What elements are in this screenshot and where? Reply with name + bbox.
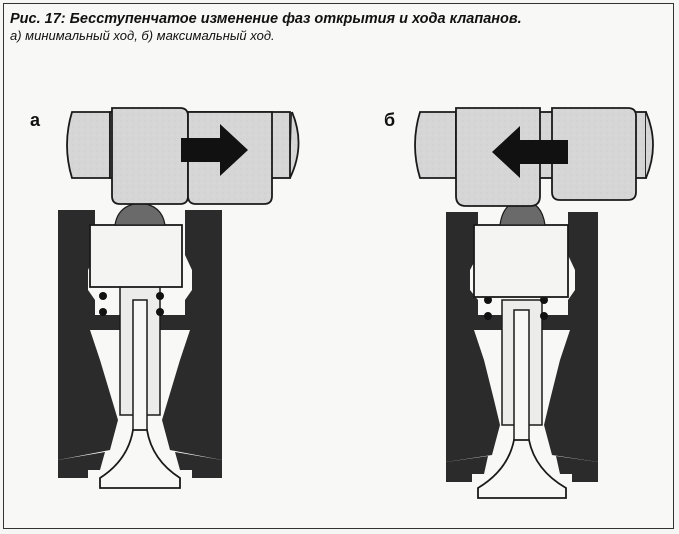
valve-head-a	[99, 429, 181, 489]
figure-title: Рис. 17: Бесступенчатое изменение фаз от…	[10, 11, 522, 27]
valve-spring-b	[484, 296, 548, 320]
valve-stem-b	[513, 309, 530, 446]
valve-head-b	[477, 439, 567, 499]
tappet-b	[473, 224, 569, 298]
cam-contact-a	[114, 202, 166, 226]
valve-stem-a	[132, 299, 148, 436]
shift-arrow-left	[492, 126, 568, 178]
shift-arrow-right	[181, 124, 248, 176]
tappet-a	[89, 224, 183, 288]
cylinder-head-a	[58, 210, 222, 478]
figure-caption: Рис. 17: Бесступенчатое изменение фаз от…	[10, 10, 670, 44]
panel-b-maximum-lift	[414, 107, 654, 499]
figure-subtitle: а) минимальный ход, б) максимальный ход.	[10, 28, 275, 43]
panel-label-a: а	[30, 110, 41, 130]
cylinder-head-b	[446, 212, 598, 482]
panel-label-b: б	[384, 110, 396, 130]
valve-spring-a	[99, 292, 164, 316]
panel-a-minimum-lift	[58, 107, 300, 489]
